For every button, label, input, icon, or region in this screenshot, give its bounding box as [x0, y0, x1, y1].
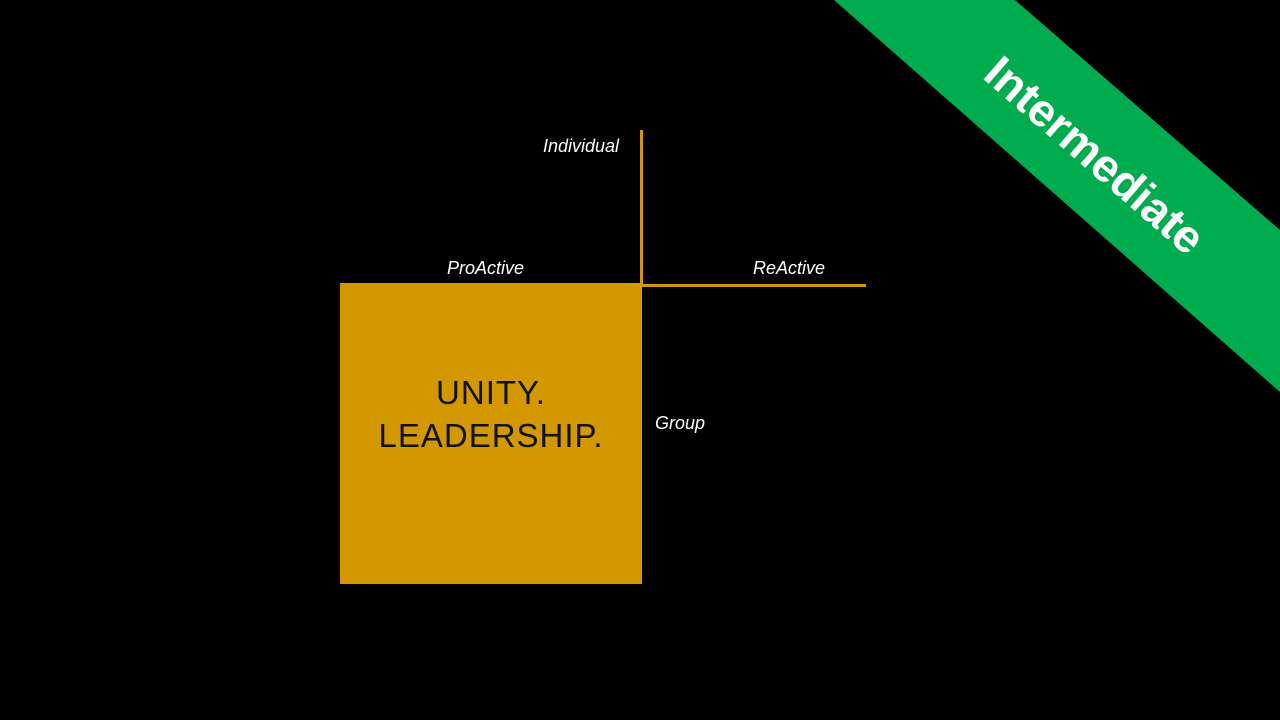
quadrant-title-line2: LEADERSHIP.	[378, 416, 604, 454]
vertical-axis-line	[640, 130, 643, 285]
axis-label-proactive: ProActive	[447, 258, 525, 278]
axis-label-individual: Individual	[543, 136, 620, 156]
highlighted-quadrant: UNITY. LEADERSHIP.	[340, 283, 642, 584]
axis-label-reactive: ReActive	[753, 258, 826, 278]
ribbon-band	[834, 0, 1280, 392]
axis-label-group: Group	[655, 413, 706, 433]
quadrant-title-line1: UNITY.	[436, 373, 546, 411]
horizontal-axis-line	[642, 284, 866, 287]
